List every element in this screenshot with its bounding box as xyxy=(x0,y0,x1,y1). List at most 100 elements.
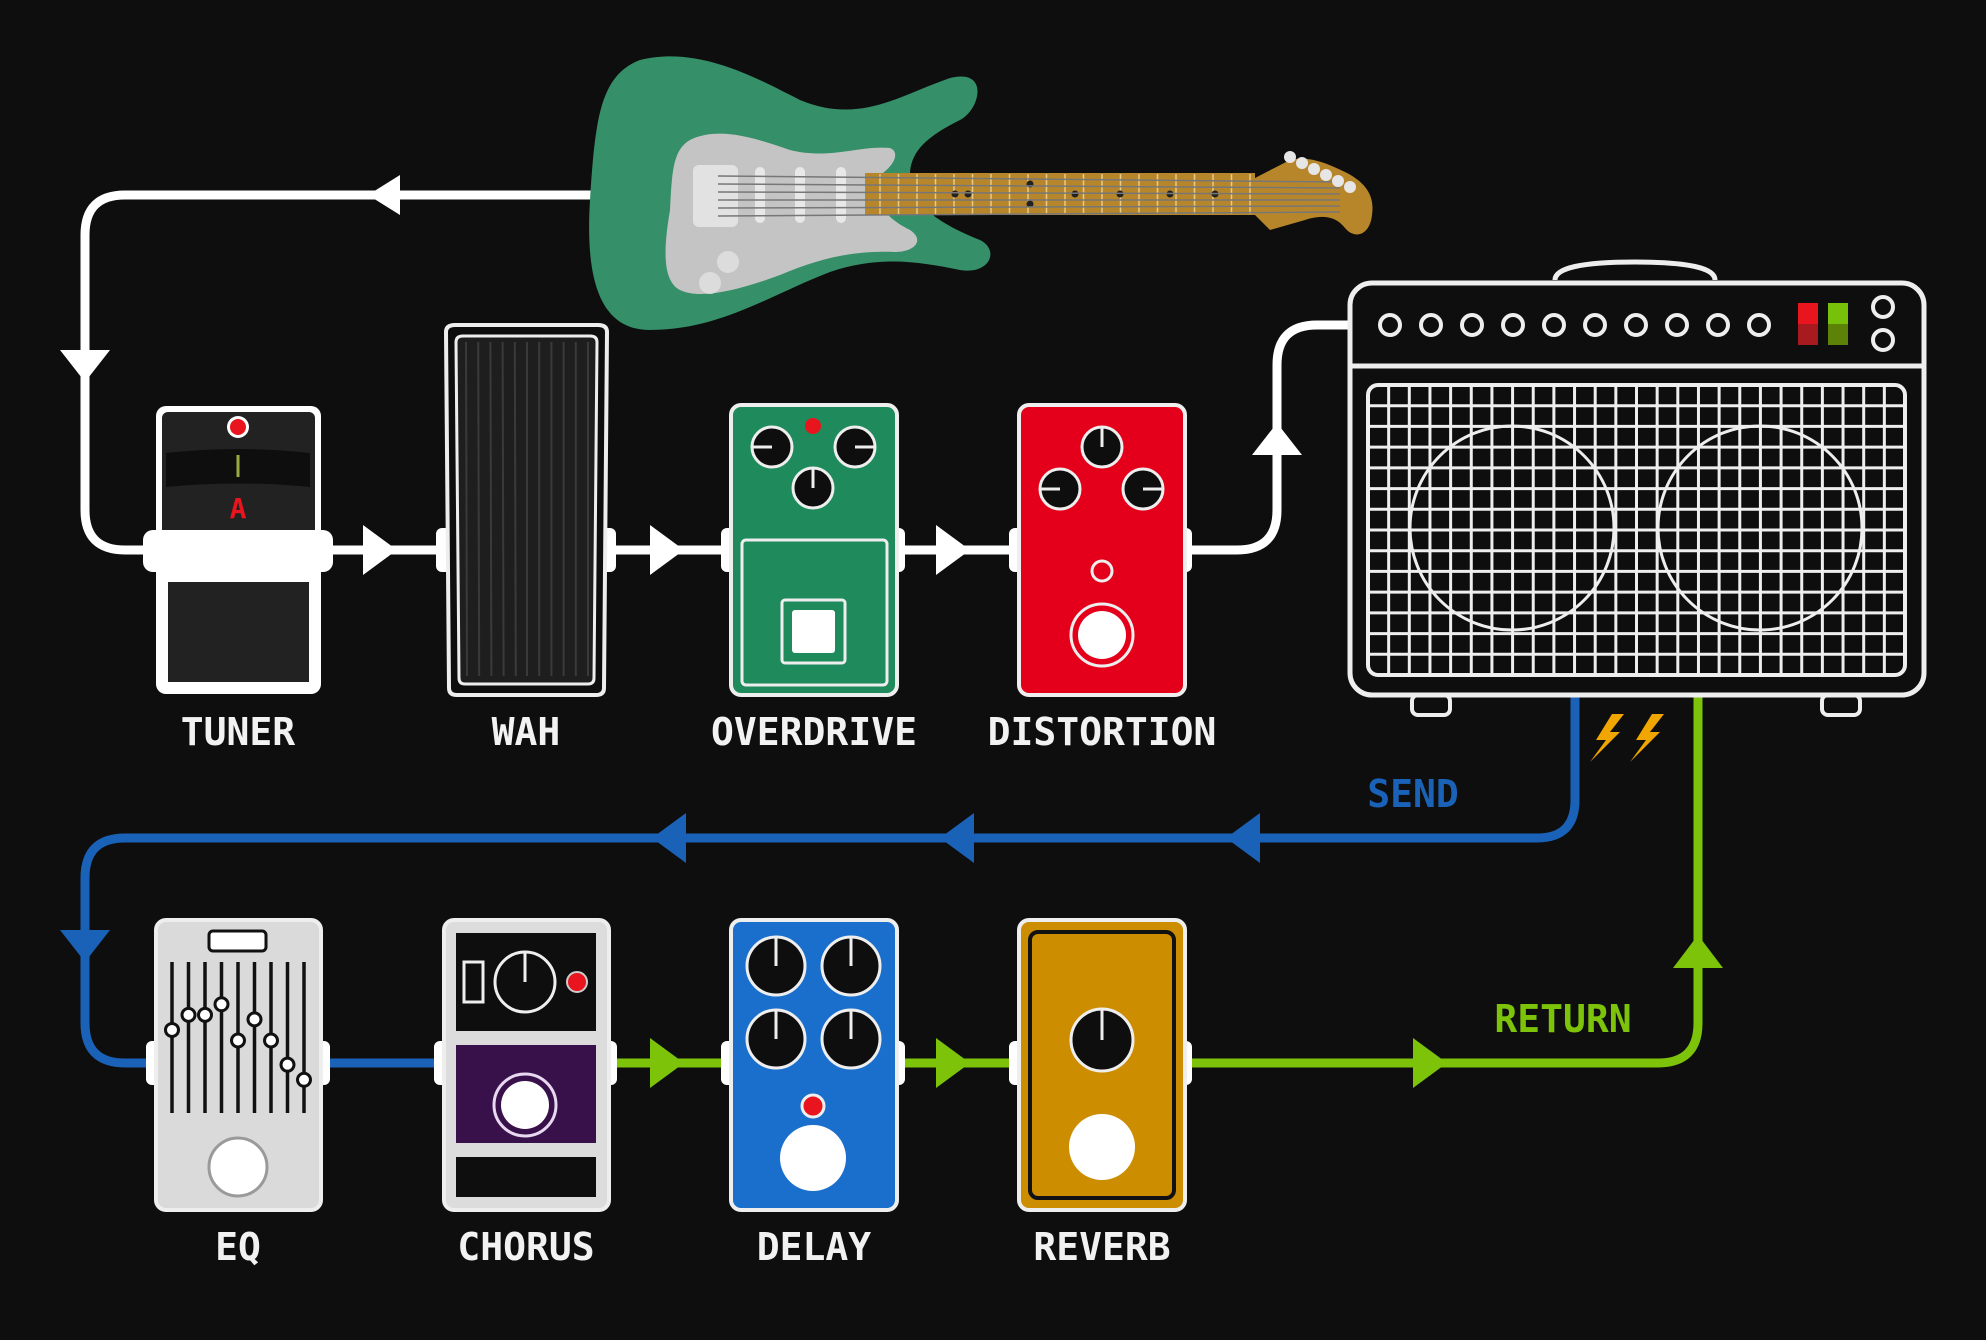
arrow-down-icon xyxy=(60,350,110,382)
footswitch-button[interactable] xyxy=(207,1136,269,1198)
speaker-cone xyxy=(1656,424,1864,632)
tuning-peg xyxy=(1320,169,1332,181)
strings xyxy=(717,175,1341,217)
groove xyxy=(489,341,493,677)
pedal-distortion[interactable] xyxy=(1009,403,1192,697)
led-icon xyxy=(1090,559,1114,583)
pedal-label: REVERB xyxy=(1033,1225,1170,1269)
string xyxy=(717,175,1341,183)
pedal-tuner[interactable]: A xyxy=(143,406,333,694)
arrow-right-icon xyxy=(936,525,970,575)
string xyxy=(717,183,1341,189)
switch-icon[interactable] xyxy=(462,960,485,1004)
arrow-left-icon xyxy=(368,175,400,215)
pickup xyxy=(795,167,805,223)
eq-slider-handle[interactable] xyxy=(246,1011,263,1028)
indicator-light-green-shade xyxy=(1828,324,1848,345)
return-label: RETURN xyxy=(1494,997,1631,1041)
fret-marker xyxy=(964,190,972,198)
eq-slider-handle[interactable] xyxy=(213,996,230,1013)
string xyxy=(717,211,1341,217)
footswitch-button[interactable] xyxy=(1069,1114,1135,1180)
knob[interactable] xyxy=(745,1008,807,1070)
eq-slider-handle[interactable] xyxy=(263,1032,279,1049)
knob[interactable] xyxy=(750,425,794,469)
base-panel xyxy=(456,1157,596,1197)
knobs xyxy=(745,935,882,1070)
control-knob xyxy=(699,272,721,294)
pedal-overdrive[interactable] xyxy=(721,403,905,697)
cable-return xyxy=(605,695,1723,1088)
groove xyxy=(501,341,505,677)
guitar[interactable] xyxy=(589,56,1373,331)
cable-front-chain xyxy=(320,525,1020,575)
pedal-label: TUNER xyxy=(181,710,296,754)
jack-bar xyxy=(143,530,333,572)
knob[interactable] xyxy=(820,935,882,997)
amp-knob[interactable] xyxy=(1378,313,1402,337)
knob[interactable] xyxy=(1080,425,1124,469)
knob[interactable] xyxy=(1121,467,1165,511)
indicator-light-red-shade xyxy=(1798,324,1818,345)
fret-marker xyxy=(951,190,959,198)
pedal-reverb[interactable] xyxy=(1009,918,1192,1212)
eq-slider-handle[interactable] xyxy=(296,1071,312,1088)
arrow-right-icon xyxy=(936,1038,970,1088)
eq-slider-handle[interactable] xyxy=(164,1021,180,1038)
pedal-eq[interactable] xyxy=(146,918,330,1212)
amp-knob[interactable] xyxy=(1583,313,1607,337)
knob[interactable] xyxy=(791,466,835,510)
knobs xyxy=(1038,425,1165,511)
footswitch-button[interactable] xyxy=(501,1081,549,1129)
amplifier[interactable] xyxy=(1347,259,1927,717)
footswitch-button[interactable] xyxy=(792,610,835,653)
footswitch-button[interactable] xyxy=(780,1125,846,1191)
amp-jack[interactable] xyxy=(1871,295,1895,319)
string xyxy=(717,205,1341,209)
amp-jack[interactable] xyxy=(1871,328,1895,352)
knob[interactable] xyxy=(745,935,807,997)
footswitch-button[interactable] xyxy=(1078,611,1126,659)
arrow-left-icon xyxy=(1226,813,1260,863)
amp-knob[interactable] xyxy=(1624,313,1648,337)
tuner-note-display: A xyxy=(230,492,247,525)
pedal-chorus[interactable] xyxy=(434,918,617,1212)
groove xyxy=(465,341,468,677)
pedal-delay[interactable] xyxy=(721,918,905,1212)
amp-handle xyxy=(1552,259,1718,281)
fret-marker xyxy=(1071,190,1079,198)
amp-knob[interactable] xyxy=(1419,313,1443,337)
footswitch-ring xyxy=(492,1072,558,1138)
knob[interactable] xyxy=(820,1008,882,1070)
amp-knobs xyxy=(1378,313,1771,337)
eq-slider-handle[interactable] xyxy=(279,1056,296,1073)
bridge xyxy=(693,165,738,227)
eq-slider-handle[interactable] xyxy=(197,1006,213,1023)
arrow-right-icon xyxy=(363,525,397,575)
pedal-label: EQ xyxy=(215,1225,261,1269)
treadle-grooves xyxy=(465,341,589,677)
lightning-bolt-icon xyxy=(1590,714,1624,762)
eq-slider-handle[interactable] xyxy=(180,1006,197,1023)
pickup xyxy=(755,167,765,223)
pedal-casing xyxy=(729,403,899,697)
knob[interactable] xyxy=(1038,467,1082,511)
tuning-pegs xyxy=(1284,151,1356,193)
groove xyxy=(477,341,481,677)
amp-knob[interactable] xyxy=(1747,313,1771,337)
amp-knob[interactable] xyxy=(1501,313,1525,337)
knob[interactable] xyxy=(833,425,877,469)
eq-slider-handle[interactable] xyxy=(230,1032,246,1049)
amp-knob[interactable] xyxy=(1706,313,1730,337)
led-icon xyxy=(800,1093,826,1119)
footswitch-pad[interactable] xyxy=(168,582,309,682)
pedal-wah[interactable] xyxy=(436,323,616,697)
amp-knob[interactable] xyxy=(1542,313,1566,337)
amp-knob[interactable] xyxy=(1460,313,1484,337)
amp-knob[interactable] xyxy=(1665,313,1689,337)
power-bolt-icons xyxy=(1590,714,1664,762)
led-icon xyxy=(230,419,246,435)
pedal-label: CHORUS xyxy=(457,1225,594,1269)
cable-guitar-to-tuner xyxy=(60,175,600,555)
